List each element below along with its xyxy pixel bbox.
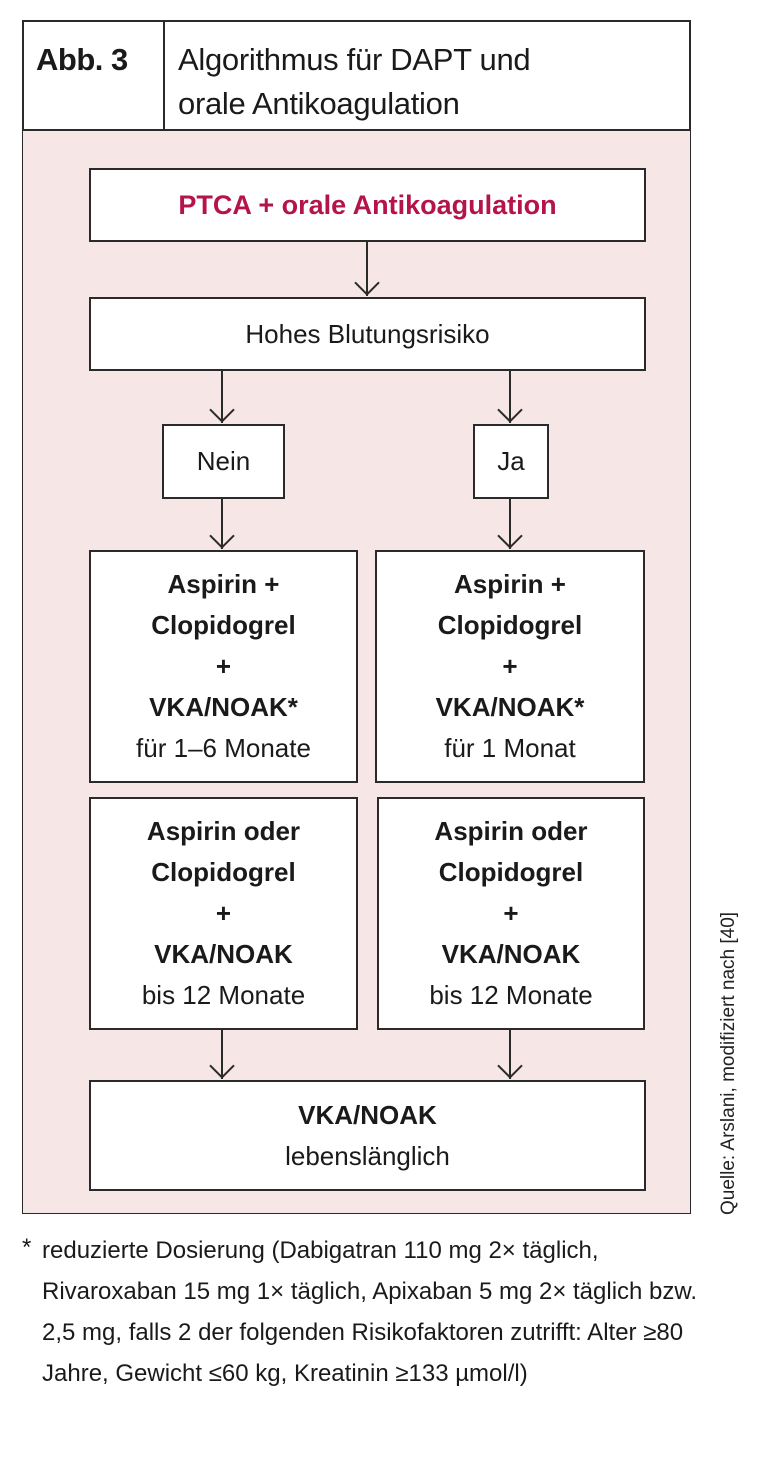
line: + bbox=[503, 898, 519, 928]
arrow-line bbox=[221, 371, 223, 423]
line: VKA/NOAK* bbox=[149, 692, 298, 722]
line: Aspirin oder bbox=[146, 816, 301, 846]
line: + bbox=[502, 651, 518, 681]
footnote: * reduzierte Dosierung (Dabigatran 110 m… bbox=[22, 1230, 702, 1394]
node-yes-label: Ja bbox=[497, 446, 525, 476]
line: für 1–6 Monate bbox=[136, 733, 311, 763]
node-left-1: Aspirin + Clopidogrel + VKA/NOAK* für 1–… bbox=[89, 550, 358, 783]
line: Clopidogrel bbox=[151, 857, 296, 887]
node-question-label: Hohes Blutungsrisiko bbox=[245, 318, 490, 349]
footnote-marker: * bbox=[22, 1234, 32, 1261]
line: Aspirin + bbox=[454, 569, 566, 599]
node-yes: Ja bbox=[473, 424, 549, 499]
line: für 1 Monat bbox=[444, 733, 576, 763]
arrow-line bbox=[509, 1030, 511, 1079]
line: bis 12 Monate bbox=[141, 980, 306, 1010]
node-no: Nein bbox=[162, 424, 285, 499]
title-line: Algorithmus für DAPT und bbox=[178, 42, 531, 77]
source-note: Quelle: Arslani, modifiziert nach [40] bbox=[718, 911, 739, 1215]
header-divider bbox=[163, 20, 165, 131]
arrow-line bbox=[221, 1030, 223, 1079]
line: Aspirin oder bbox=[434, 816, 588, 846]
node-start: PTCA + orale Antikoagulation bbox=[89, 168, 646, 242]
arrow-line bbox=[509, 371, 511, 423]
line: + bbox=[215, 651, 232, 681]
line: VKA/NOAK bbox=[154, 939, 293, 969]
line: bis 12 Monate bbox=[429, 980, 593, 1010]
line: Clopidogrel bbox=[438, 857, 584, 887]
line: Clopidogrel bbox=[151, 610, 296, 640]
arrow-line bbox=[509, 499, 511, 549]
line: VKA/NOAK bbox=[441, 939, 581, 969]
line: VKA/NOAK* bbox=[435, 692, 585, 722]
line: + bbox=[215, 898, 232, 928]
node-right-2: Aspirin oder Clopidogrel + VKA/NOAK bis … bbox=[377, 797, 645, 1030]
title-line: orale Antikoagulation bbox=[178, 86, 460, 121]
line: VKA/NOAK bbox=[298, 1099, 437, 1130]
node-right-1: Aspirin + Clopidogrel + VKA/NOAK* für 1 … bbox=[375, 550, 645, 783]
footnote-text: reduzierte Dosierung (Dabigatran 110 mg … bbox=[42, 1237, 698, 1387]
node-question: Hohes Blutungsrisiko bbox=[89, 297, 646, 371]
line: Aspirin + bbox=[167, 569, 280, 599]
figure-label: Abb. 3 bbox=[36, 42, 128, 77]
node-start-label: PTCA + orale Antikoagulation bbox=[178, 189, 557, 220]
line: Clopidogrel bbox=[437, 610, 583, 640]
node-end: VKA/NOAK lebenslänglich bbox=[89, 1080, 646, 1191]
arrow-line bbox=[366, 242, 368, 296]
figure-header bbox=[22, 20, 691, 131]
line: lebenslänglich bbox=[285, 1140, 450, 1171]
figure-title: Algorithmus für DAPT und orale Antikoagu… bbox=[178, 38, 531, 126]
node-no-label: Nein bbox=[196, 446, 251, 476]
arrow-line bbox=[221, 499, 223, 549]
node-left-2: Aspirin oder Clopidogrel + VKA/NOAK bis … bbox=[89, 797, 358, 1030]
